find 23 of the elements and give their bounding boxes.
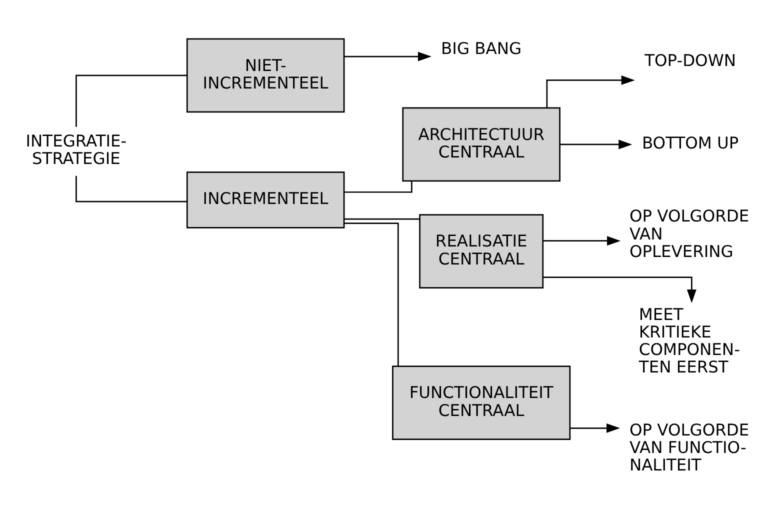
connector xyxy=(344,222,399,366)
connector xyxy=(344,181,412,193)
node-text: OP VOLGORDE VAN OPLEVERING xyxy=(629,206,750,261)
arrow xyxy=(542,236,621,246)
node-text: MEET KRITIEKE COMPONEN- TEN EERST xyxy=(638,304,740,377)
arrow xyxy=(543,276,696,304)
arrow xyxy=(560,140,632,150)
arrow xyxy=(570,423,620,433)
connector xyxy=(76,176,187,202)
arrow xyxy=(344,52,432,62)
node-text: BIG BANG xyxy=(441,38,522,58)
arrow xyxy=(546,75,635,108)
connector xyxy=(344,218,420,220)
node-text: OP VOLGORDE VAN FUNCTIO- NALITEIT xyxy=(629,420,750,475)
node-box: NIET- INCREMENTEEL xyxy=(186,38,345,113)
node-box: REALISATIE CENTRAAL xyxy=(419,214,544,288)
node-text: BOTTOM UP xyxy=(642,134,739,153)
node-text: INTEGRATIE- STRATEGIE xyxy=(26,132,127,168)
node-box: INCREMENTEEL xyxy=(186,172,345,228)
node-text: TOP-DOWN xyxy=(644,51,736,70)
node-box: FUNCTIONALITEIT CENTRAAL xyxy=(392,366,571,440)
connector xyxy=(76,74,187,127)
node-box: ARCHITECTUUR CENTRAAL xyxy=(402,107,560,182)
